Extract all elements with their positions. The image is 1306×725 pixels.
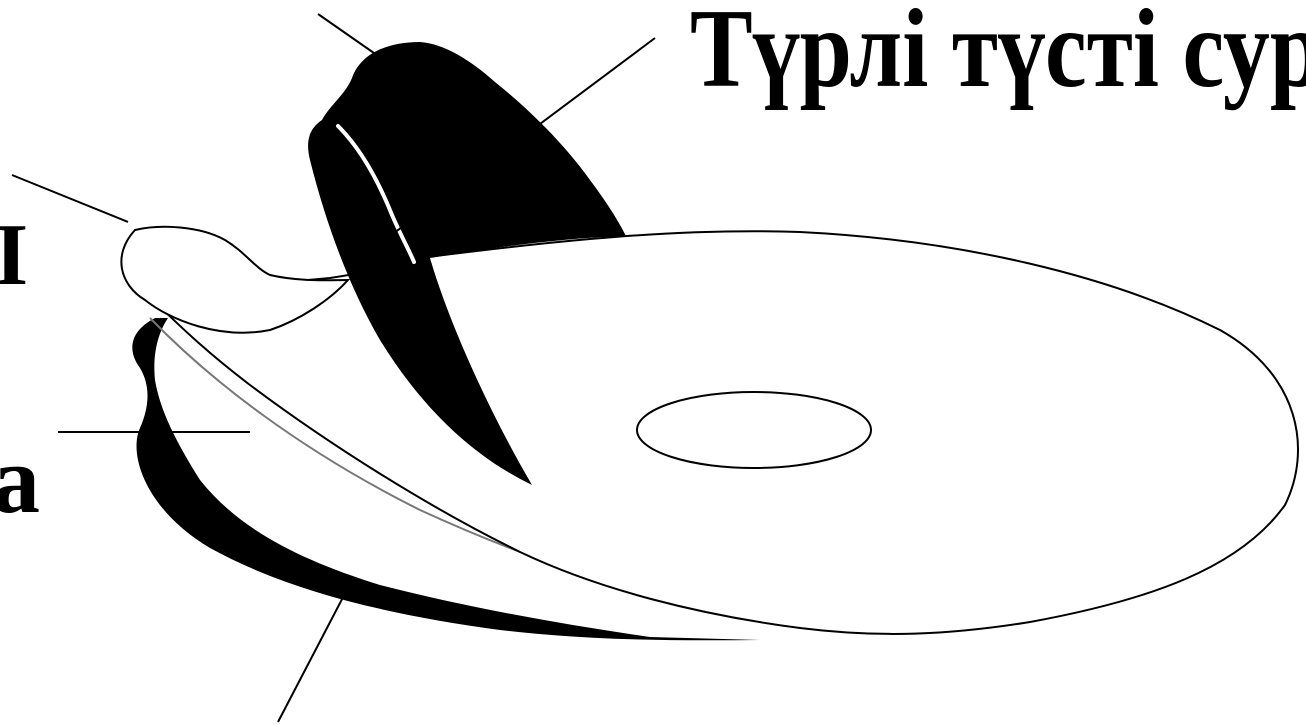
label-left-upper: I (0, 207, 28, 304)
label-top-right: Түрлі түсті сурет (690, 0, 1306, 111)
leader-line-left-upper (12, 175, 128, 222)
center-oval (637, 392, 871, 468)
leader-line-bottom (278, 580, 352, 722)
label-left-lower: a (0, 426, 40, 533)
